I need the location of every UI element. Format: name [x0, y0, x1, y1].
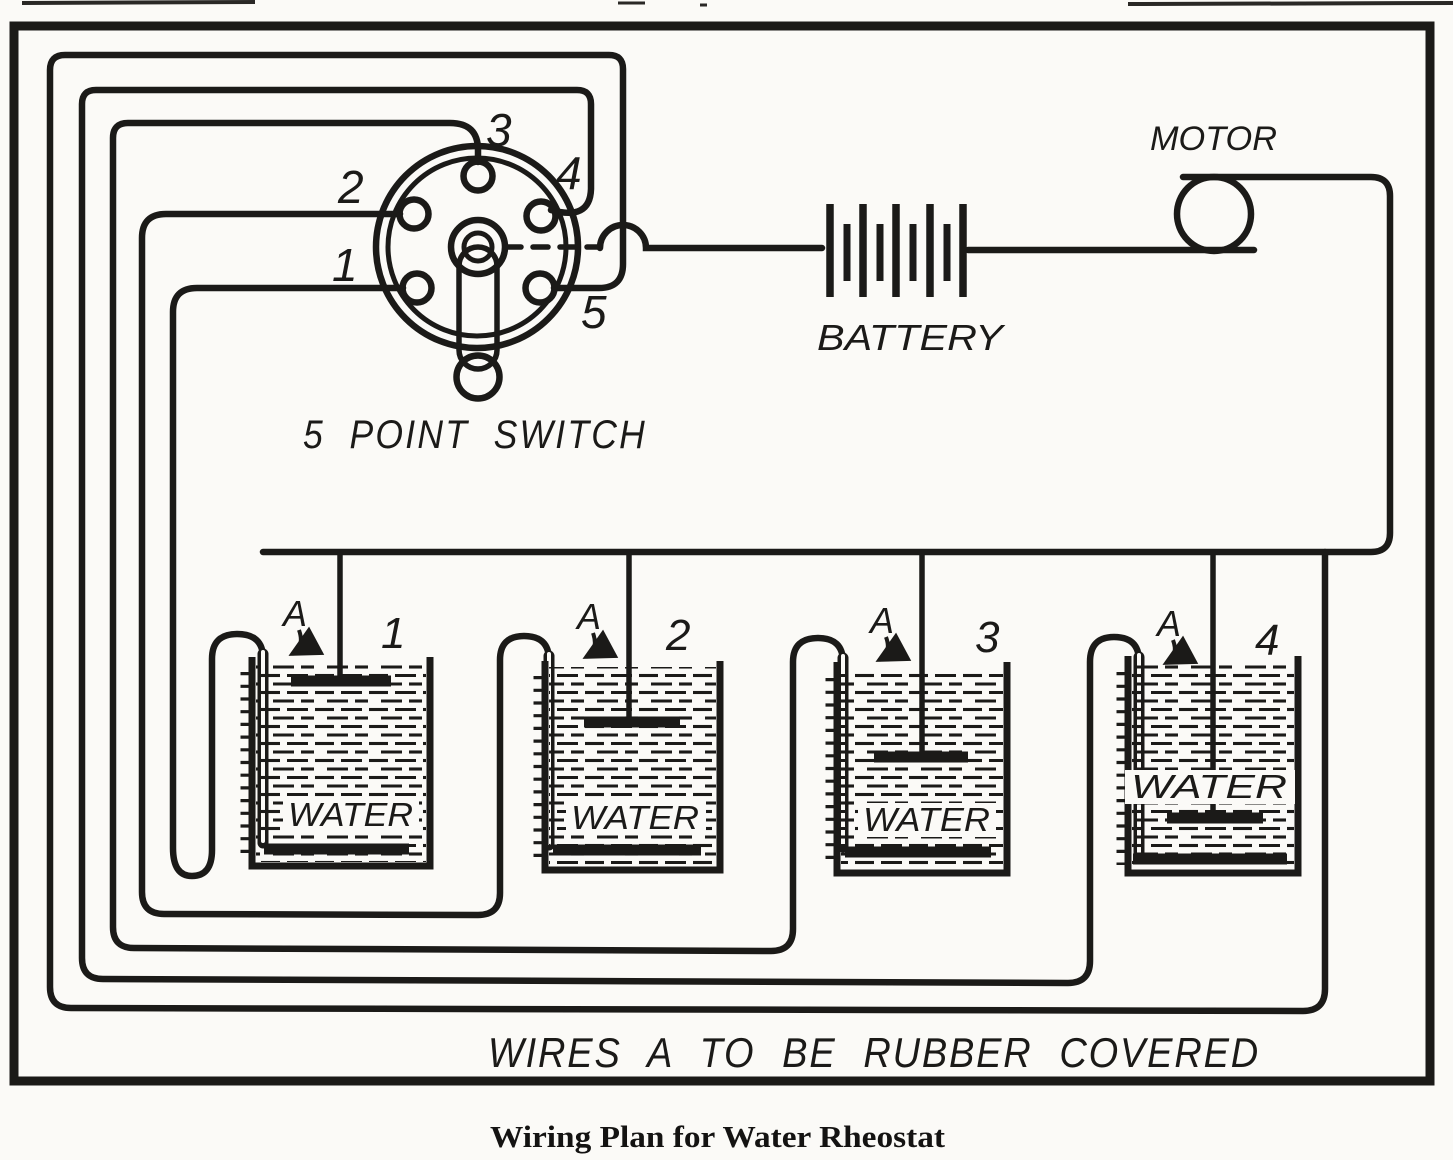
switch-point-label-5: 5: [581, 286, 607, 338]
tank2-wire-a-arrow: [582, 629, 619, 659]
tank3-wire-a-label: A: [868, 600, 894, 641]
tank4-water-label: WATER: [1131, 768, 1287, 805]
figure-caption: Wiring Plan for Water Rheostat: [490, 1119, 946, 1154]
tank2-wire-a-label: A: [575, 596, 601, 637]
switch-point-label-3: 3: [486, 104, 512, 156]
tank1-wire-a-label: A: [281, 593, 307, 634]
wire-switch2-to-tank2: [138, 210, 553, 919]
tank1-wire-a-arrow: [288, 626, 325, 656]
wire-switch5-to-bus: [46, 51, 1329, 1015]
motor-symbol: [1173, 173, 1255, 255]
tank4-wire-a-arrow: [1162, 635, 1199, 665]
water-fill-3: [841, 669, 1003, 869]
wire-switch1-to-tank1: [169, 284, 407, 880]
tank1-water-label-bg: [283, 798, 419, 832]
tank4-water-label-bg: [1125, 770, 1295, 804]
tank4-wire-a-label: A: [1155, 603, 1181, 644]
tank2-jar: [541, 661, 724, 874]
tank2-water-label-bg: [566, 801, 706, 835]
switch-contact-1: [399, 270, 435, 306]
switch-contact-3: [460, 158, 496, 194]
switch-contacts: [396, 158, 559, 306]
tank2-number: 2: [665, 611, 690, 660]
battery: BATTERY: [817, 204, 1006, 358]
figure-frame: [9, 21, 1435, 1086]
wire-switch3-to-tank3: [109, 119, 847, 955]
switch-inner-ring: [385, 155, 569, 339]
rubber-covered-note: WIRES A TO BE RUBBER COVERED: [488, 1029, 1260, 1076]
tank4-jar: [1124, 656, 1302, 877]
tank3-water-label-bg: [858, 803, 996, 837]
switch-hub: [447, 216, 509, 278]
switch-caption: 5 POINT SWITCH: [303, 413, 647, 457]
tank3-wire-a-arrow: [875, 632, 912, 662]
tank2-water-label: WATER: [571, 799, 699, 836]
switch-lever-knob: [453, 352, 503, 402]
battery-label: BATTERY: [817, 317, 1006, 358]
scan-edge-artifacts: [21, 0, 1453, 7]
tank3-number: 3: [975, 613, 1000, 662]
tank1-jar: [248, 657, 434, 870]
water-fill-2: [549, 667, 716, 866]
tank3-water-label: WATER: [863, 801, 990, 838]
switch-point-label-2: 2: [337, 161, 364, 213]
tank4-number: 4: [1255, 616, 1279, 665]
motor: MOTOR: [1150, 120, 1277, 255]
wire-hop-to-battery: [596, 221, 826, 252]
switch-contact-5: [522, 270, 558, 306]
switch-point-label-4: 4: [556, 147, 582, 199]
five-point-switch: 1 2 3 4 5 5 POINT SWITCH: [303, 104, 647, 457]
water-tank-3: WATER 3 A: [825, 600, 1011, 877]
battery-cells: [826, 204, 967, 297]
tank1-water-label: WATER: [288, 796, 413, 833]
wire-switch4-to-tank4: [78, 86, 1143, 987]
switch-contact-4: [523, 198, 559, 234]
switch-point-label-1: 1: [332, 239, 358, 291]
switch-contact-2: [396, 196, 432, 232]
tank3-jar: [833, 662, 1011, 877]
water-tank-1: WATER 1 A: [240, 593, 434, 870]
switch-outer-ring: [372, 142, 582, 352]
water-tank-2: WATER 2 A: [533, 596, 724, 874]
water-fill-4: [1132, 663, 1294, 869]
water-tank-4: WATER 4 A: [1116, 603, 1302, 877]
motor-label: MOTOR: [1150, 120, 1277, 158]
tank1-number: 1: [381, 609, 405, 658]
switch-hub-center: [461, 230, 495, 264]
wire-motor-to-bus: [259, 173, 1394, 556]
switch-lever-shaft: [456, 244, 500, 372]
